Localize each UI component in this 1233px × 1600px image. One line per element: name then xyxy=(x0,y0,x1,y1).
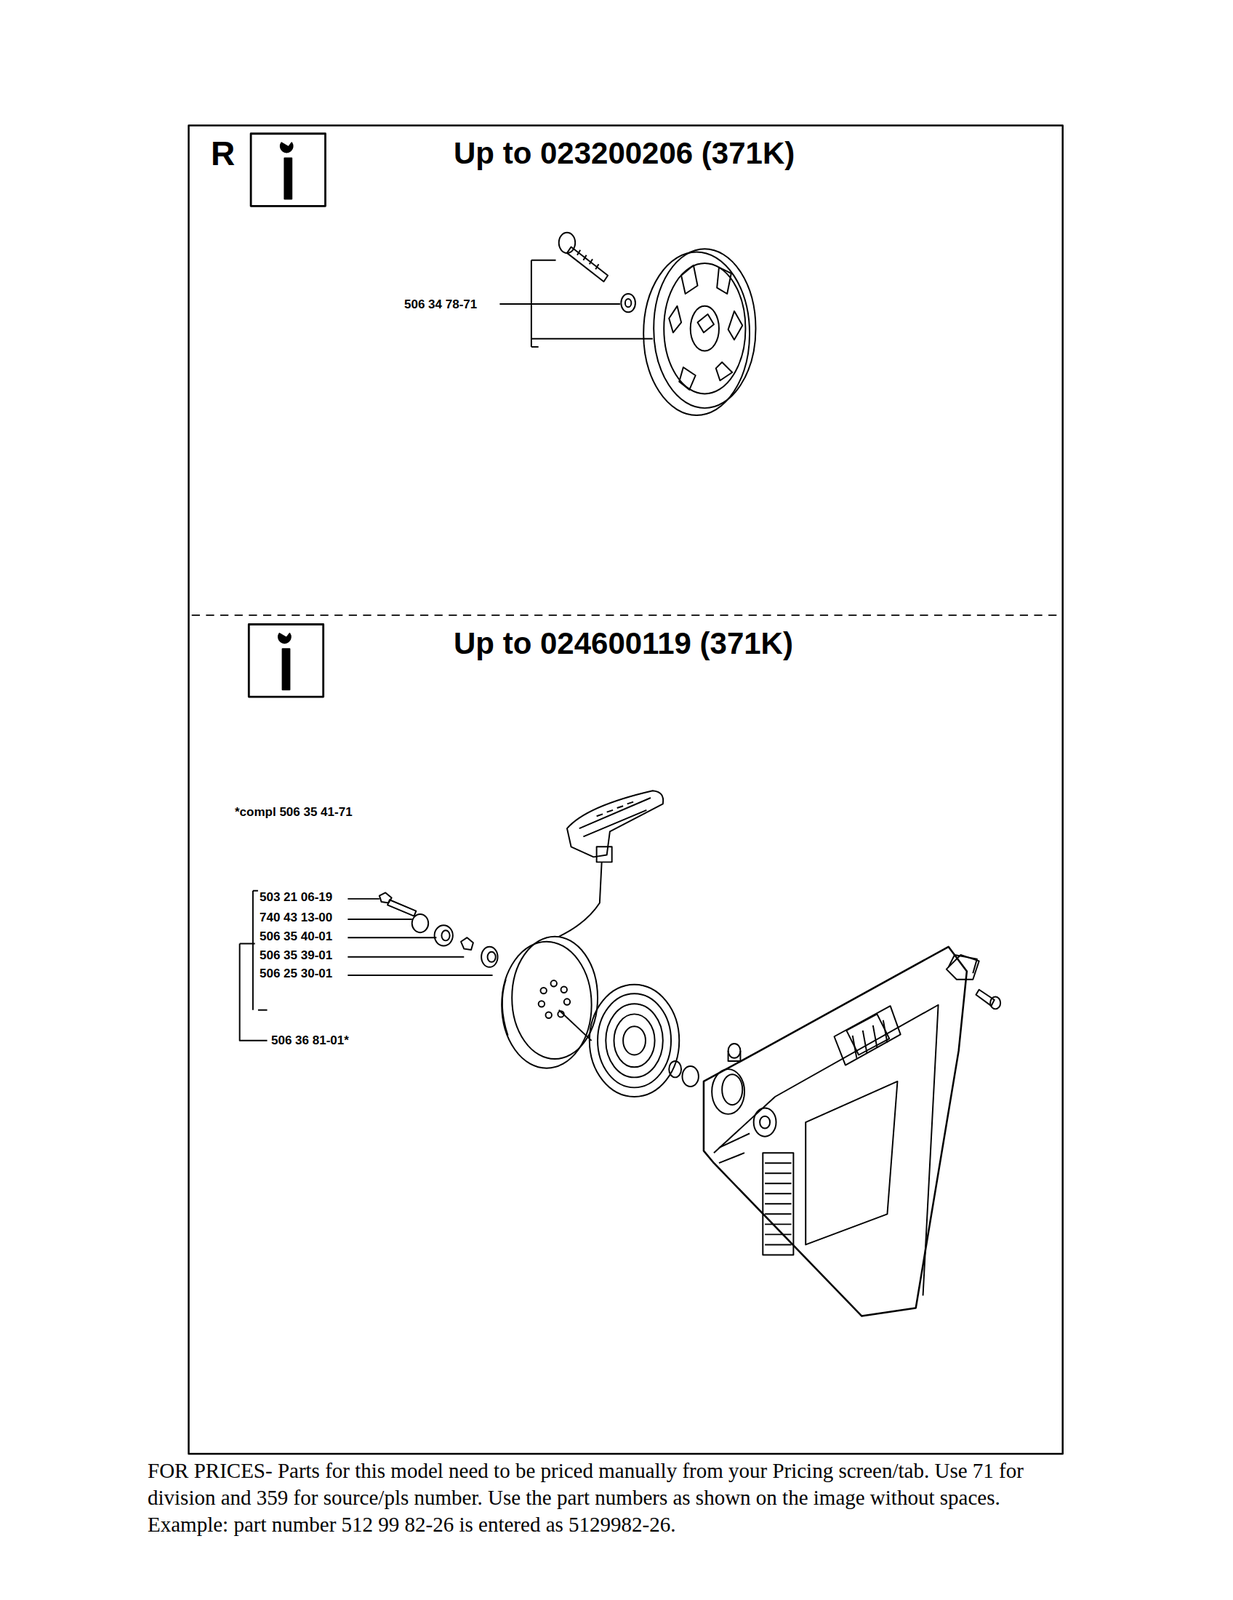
section-heading: Up to 024600119 (371K) xyxy=(453,626,794,661)
pulley-kit xyxy=(499,232,756,416)
kit-note: *compl 506 35 41-71 xyxy=(234,805,353,820)
part-number: 506 35 40-01 xyxy=(259,929,333,944)
starter-assembly xyxy=(239,790,1001,1316)
pricing-note: FOR PRICES- Parts for this model need to… xyxy=(147,1456,1071,1538)
part-number: 506 35 39-01 xyxy=(259,948,333,963)
frame xyxy=(189,125,1063,1454)
section-letter: R xyxy=(210,135,235,173)
section-heading: Up to 023200206 (371K) xyxy=(453,136,795,171)
part-number: 506 34 78-71 xyxy=(404,298,477,312)
info-icon xyxy=(248,624,323,698)
part-number: 740 43 13-00 xyxy=(259,910,333,925)
info-icon xyxy=(250,133,325,207)
part-number: 506 25 30-01 xyxy=(259,966,333,981)
section-divider xyxy=(191,614,1061,616)
part-number: 506 36 81-01* xyxy=(271,1033,349,1048)
part-number: 503 21 06-19 xyxy=(259,890,333,905)
